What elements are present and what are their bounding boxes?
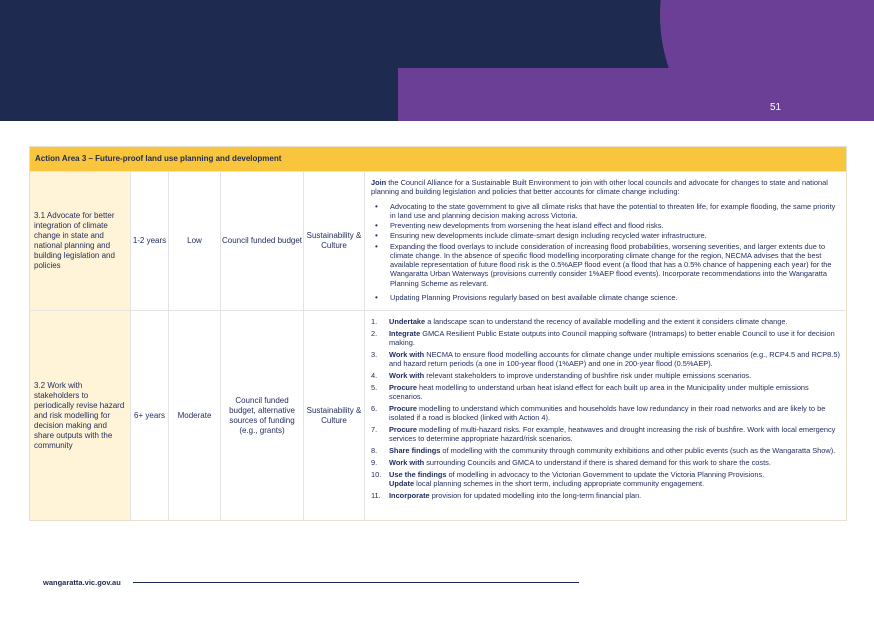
- list-item: 8.Share findings of modelling with the c…: [371, 446, 836, 456]
- bullet-icon: •: [375, 231, 378, 241]
- funding-cell: Council funded budget, alternative sourc…: [221, 311, 304, 520]
- timeframe-cell: 6+ years: [131, 311, 169, 520]
- detail-cell: Join the Council Alliance for a Sustaina…: [365, 172, 846, 310]
- action-table: Action Area 3 – Future-proof land use pl…: [29, 146, 847, 521]
- list-item: 4.Work with relevant stakeholders to imp…: [371, 371, 752, 381]
- header-decorative-tab: [398, 68, 874, 121]
- action-cell: 3.2 Work with stakeholders to periodical…: [30, 311, 131, 520]
- detail-intro: Join the Council Alliance for a Sustaina…: [371, 178, 840, 197]
- lead-cell: Sustainability & Culture: [304, 311, 365, 520]
- bullet-icon: •: [375, 221, 378, 230]
- action-cell: 3.1 Advocate for better integration of c…: [30, 172, 131, 310]
- list-item: 9.Work with surrounding Councils and GMC…: [371, 458, 771, 467]
- intro-text: the Council Alliance for a Sustainable B…: [371, 178, 828, 197]
- lead-cell: Sustainability & Culture: [304, 172, 365, 310]
- cost-cell: Low: [169, 172, 221, 310]
- page-number: 51: [770, 102, 782, 113]
- list-item: 5.Procure heat modelling to understand u…: [371, 382, 809, 402]
- footer-website: wangaratta.vic.gov.au: [43, 578, 121, 587]
- page-header-banner: 51: [0, 0, 874, 121]
- detail-cell: 1.Undertake a landscape scan to understa…: [365, 311, 846, 520]
- table-title: Action Area 3 – Future-proof land use pl…: [30, 147, 846, 171]
- table-row: 3.1 Advocate for better integration of c…: [30, 171, 846, 310]
- bullet-icon: •: [375, 201, 378, 211]
- list-item: 1.Undertake a landscape scan to understa…: [371, 317, 788, 326]
- numbered-list: 1.Undertake a landscape scan to understa…: [371, 317, 840, 500]
- bullet-list: •Advocating to the state government to g…: [371, 202, 840, 303]
- cost-cell: Moderate: [169, 311, 221, 520]
- timeframe-cell: 1-2 years: [131, 172, 169, 310]
- funding-cell: Council funded budget: [221, 172, 304, 310]
- list-item: •Preventing new developments from worsen…: [375, 221, 664, 230]
- list-item: 11.Incorporate provision for updated mod…: [371, 490, 642, 500]
- bullet-icon: •: [375, 292, 378, 302]
- list-item: 3.Work with NECMA to ensure flood modell…: [371, 349, 840, 369]
- list-item: •Updating Planning Provisions regularly …: [375, 292, 678, 302]
- list-item: 2.Integrate GMCA Resilient Public Estate…: [371, 328, 835, 348]
- bullet-icon: •: [375, 241, 378, 251]
- list-item: 10.Use the findings of modelling in advo…: [371, 469, 765, 489]
- table-row: 3.2 Work with stakeholders to periodical…: [30, 310, 846, 520]
- intro-keyword: Join: [371, 178, 387, 187]
- list-item: 6.Procure modelling to understand which …: [371, 403, 826, 423]
- footer-divider: [133, 582, 579, 583]
- list-item: •Advocating to the state government to g…: [375, 201, 836, 220]
- list-item: 7.Procure modelling of multi-hazard risk…: [371, 425, 836, 444]
- list-item: •Expanding the flood overlays to include…: [375, 241, 832, 288]
- list-item: •Ensuring new developments include clima…: [375, 231, 707, 241]
